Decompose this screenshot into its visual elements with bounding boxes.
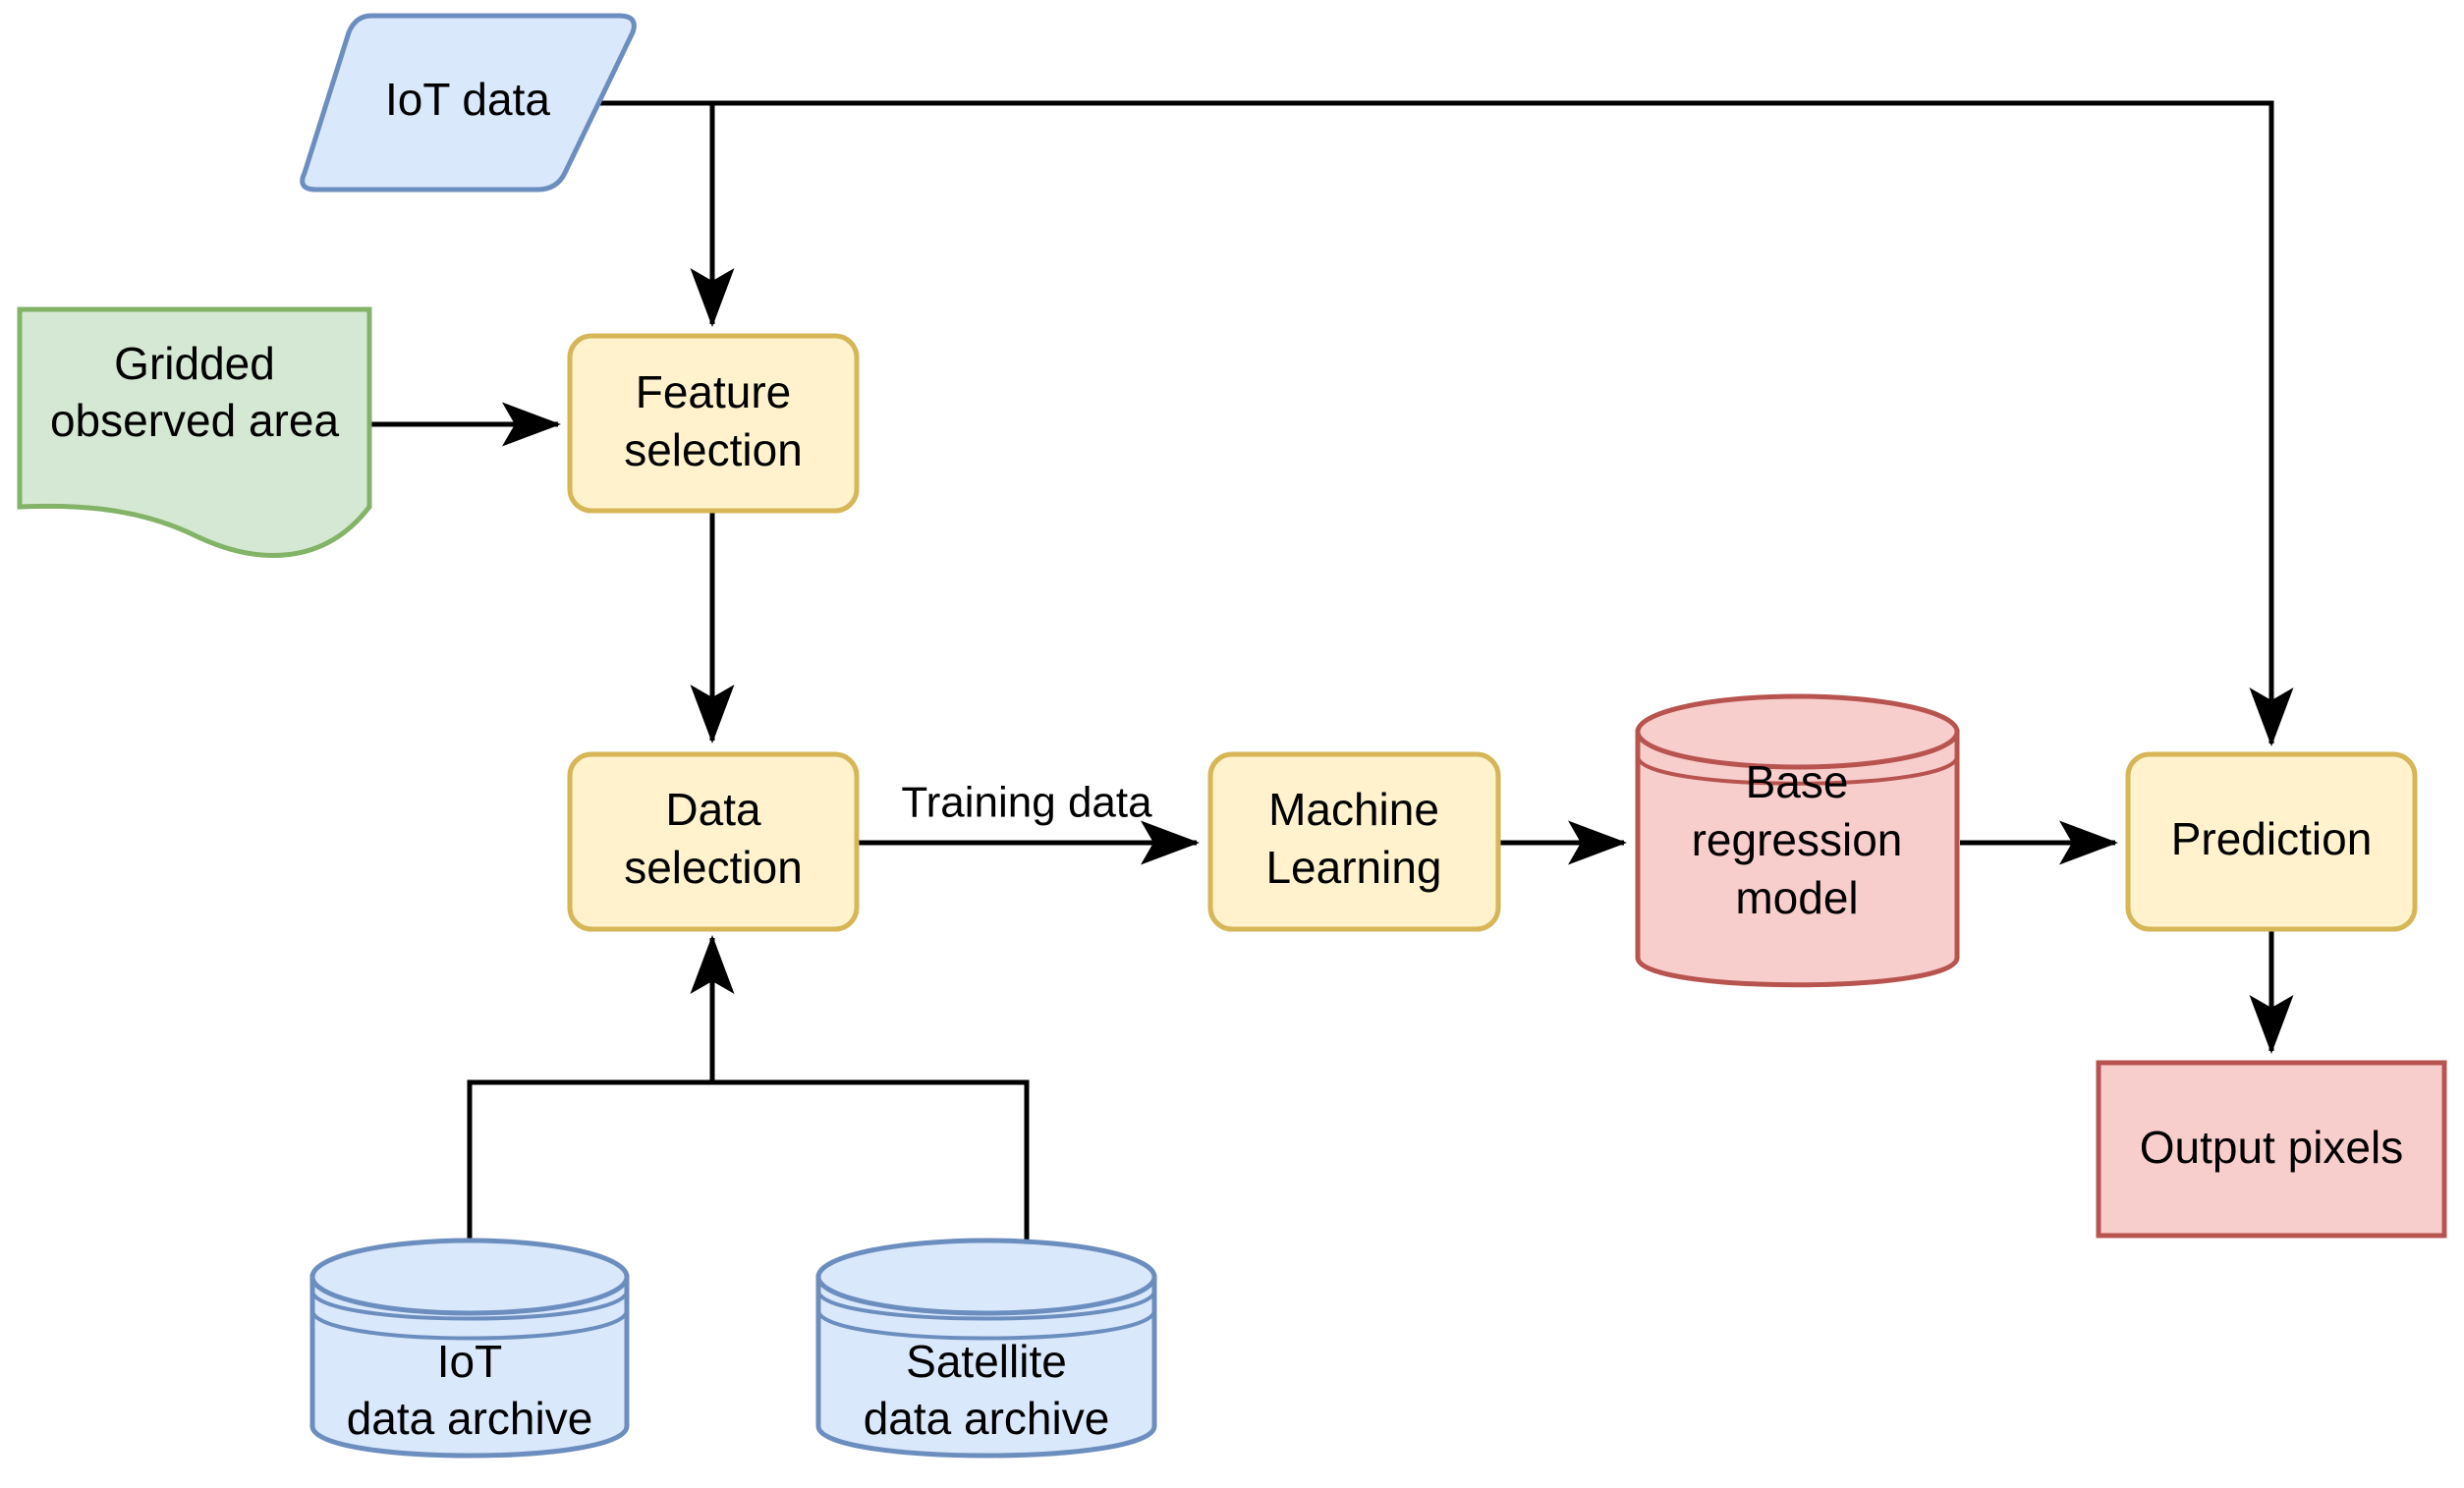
node-iot-data-archive[interactable]: IoT data archive: [309, 1238, 630, 1459]
node-output-pixels[interactable]: Output pixels: [2096, 1060, 2447, 1239]
node-label-data-line1: Data: [665, 784, 761, 835]
node-satellite-data-archive[interactable]: Satellite data archive: [815, 1238, 1157, 1459]
node-data-selection[interactable]: Data selection: [567, 751, 860, 932]
node-label-model-line3: model: [1735, 872, 1858, 923]
node-label-feature-line1: Feature: [636, 366, 792, 417]
node-gridded-observed-area[interactable]: Gridded observed area: [17, 306, 372, 558]
node-label-sat-archive-line1: Satellite: [906, 1336, 1067, 1387]
node-label-feature-line2: selection: [624, 424, 803, 475]
svg-text:Training data: Training data: [901, 779, 1152, 827]
edge-archives-to-data-selection: [467, 934, 1030, 1262]
node-prediction[interactable]: Prediction: [2125, 751, 2418, 932]
node-label-prediction: Prediction: [2171, 813, 2373, 864]
edge-label-training-data: Training data: [901, 779, 1152, 827]
node-label-ml-line2: Learning: [1265, 842, 1441, 893]
node-machine-learning[interactable]: Machine Learning: [1207, 751, 1501, 932]
node-label-iot-archive-line2: data archive: [347, 1393, 593, 1444]
node-label-iot-data: IoT data: [385, 74, 550, 125]
node-label-model-line1: Base: [1746, 756, 1849, 807]
node-label-ml-line1: Machine: [1268, 784, 1439, 835]
edge-iot-to-prediction: [599, 100, 2294, 747]
edge-iot-to-feature-selection: [599, 100, 735, 328]
node-base-regression-model[interactable]: Base regression model: [1635, 693, 1960, 988]
node-label-sat-archive-line2: data archive: [864, 1393, 1110, 1444]
node-iot-data[interactable]: IoT data: [300, 13, 637, 193]
node-label-model-line2: regression: [1692, 814, 1903, 865]
node-label-output-pixels: Output pixels: [2140, 1122, 2403, 1173]
node-feature-selection[interactable]: Feature selection: [567, 333, 860, 514]
node-label-data-line2: selection: [624, 842, 803, 893]
node-label-gridded-line2: observed area: [50, 395, 339, 446]
node-label-iot-archive-line1: IoT: [437, 1336, 502, 1387]
node-label-gridded-line1: Gridded: [114, 338, 275, 389]
